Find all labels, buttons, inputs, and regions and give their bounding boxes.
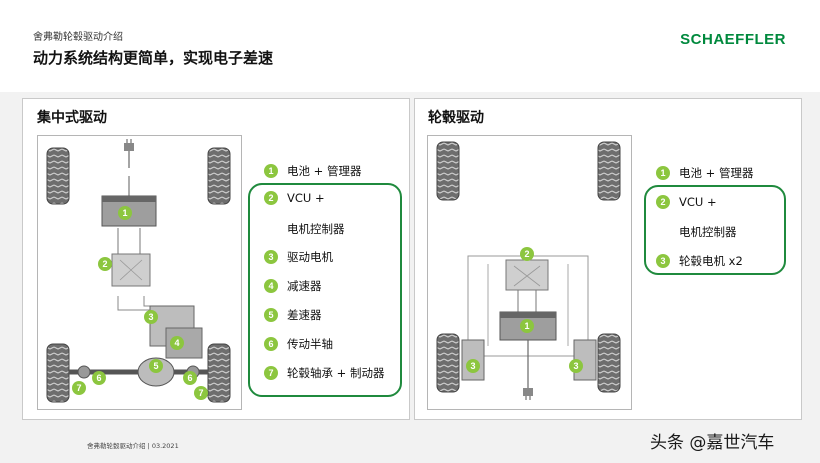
badge-3-right: 3 [569,359,583,373]
legend-label: 轮毂轴承 + 制动器 [287,366,385,380]
legend-badge: 6 [264,337,278,351]
badge-4: 4 [170,336,184,350]
charging-plug [523,388,533,396]
svg-text:3: 3 [470,361,475,371]
centralized-drive-panel: 集中式驱动 [22,98,410,420]
svg-text:7: 7 [198,388,203,398]
svg-text:1: 1 [524,321,529,331]
badge-7-right: 7 [194,386,208,400]
tire-front-left [46,147,70,205]
svg-text:2: 2 [102,259,107,269]
legend-item-hub-motor: 3 轮毂电机 x2 [656,253,743,269]
svg-text:6: 6 [96,373,101,383]
hub-drive-panel: 轮毂驱动 [414,98,802,420]
tire-rear-right [597,333,621,393]
legend-label: VCU + [679,195,717,209]
motor-controller [505,259,549,291]
legend-badge: 3 [264,250,278,264]
centralized-drive-schematic: 1 2 3 4 5 6 6 7 7 [46,139,231,403]
brand-logo: SCHAEFFLER [680,31,786,48]
slide-title: 动力系统结构更简单，实现电子差速 [33,49,274,67]
tire-front-right [597,141,621,201]
slide-subtitle: 舍弗勒轮毂驱动介绍 [33,32,123,43]
legend-item-differential: 5 差速器 [264,307,322,323]
legend-item-battery: 1 电池 + 管理器 [264,163,361,179]
hub-drive-schematic: 1 2 3 3 [436,141,621,400]
legend-badge: 7 [264,366,278,380]
tire-front-left [436,141,460,201]
legend-badge: 1 [656,166,670,180]
svg-text:5: 5 [153,361,158,371]
legend-label: 减速器 [287,279,322,293]
legend-label: 电机控制器 [287,222,345,236]
watermark: 头条 @嘉世汽车 [650,433,775,453]
legend-item-battery: 1 电池 + 管理器 [656,165,753,181]
legend-label: 差速器 [287,308,322,322]
tire-front-right [207,147,231,205]
badge-2: 2 [98,257,112,271]
legend-badge: 2 [656,195,670,209]
legend-label: 电池 + 管理器 [679,166,754,180]
slide-header: 舍弗勒轮毂驱动介绍 动力系统结构更简单，实现电子差速 SCHAEFFLER [0,0,820,92]
svg-text:4: 4 [174,338,179,348]
svg-text:1: 1 [122,208,127,218]
legend-item-reducer: 4 减速器 [264,278,322,294]
hub-drive-diagram: 1 2 3 3 [427,135,632,410]
legend-item-half-shaft: 6 传动半轴 [264,336,333,352]
badge-1: 1 [118,206,132,220]
legend-label: VCU + [287,191,325,205]
svg-text:6: 6 [187,373,192,383]
badge-5: 5 [149,359,163,373]
legend-item-drive-motor: 3 驱动电机 [264,249,333,265]
legend-item-vcu: 2 VCU + [264,191,325,205]
badge-6-left: 6 [92,371,106,385]
badge-6-right: 6 [183,371,197,385]
badge-2: 2 [520,247,534,261]
badge-3: 3 [144,310,158,324]
badge-3-left: 3 [466,359,480,373]
badge-7-left: 7 [72,381,86,395]
legend-badge: 2 [264,191,278,205]
svg-text:3: 3 [573,361,578,371]
legend-badge: 1 [264,164,278,178]
svg-text:7: 7 [76,383,81,393]
badge-1: 1 [520,319,534,333]
legend-label: 电池 + 管理器 [287,164,362,178]
legend-label: 传动半轴 [287,337,333,351]
centralized-drive-title: 集中式驱动 [37,110,107,126]
legend-badge: 5 [264,308,278,322]
tire-rear-left [46,343,70,403]
hub-drive-title: 轮毂驱动 [428,110,484,126]
charging-plug [124,143,134,151]
legend-label: 轮毂电机 x2 [679,254,743,268]
legend-label: 电机控制器 [679,225,737,239]
centralized-drive-diagram: 1 2 3 4 5 6 6 7 7 [37,135,242,410]
tire-rear-left [436,333,460,393]
legend-item-vcu: 2 VCU + [656,195,717,209]
footer-text: 舍弗勒轮毂驱动介绍 | 03.2021 [87,442,179,450]
legend-badge: 4 [264,279,278,293]
legend-badge: 3 [656,254,670,268]
tire-rear-right [207,343,231,403]
svg-text:2: 2 [524,249,529,259]
legend-item-hub-bearing: 7 轮毂轴承 + 制动器 [264,365,384,381]
legend-item-motor-controller: 电机控制器 [679,224,737,240]
svg-text:3: 3 [148,312,153,322]
legend-label: 驱动电机 [287,250,333,264]
legend-item-motor-controller: 电机控制器 [287,221,345,237]
